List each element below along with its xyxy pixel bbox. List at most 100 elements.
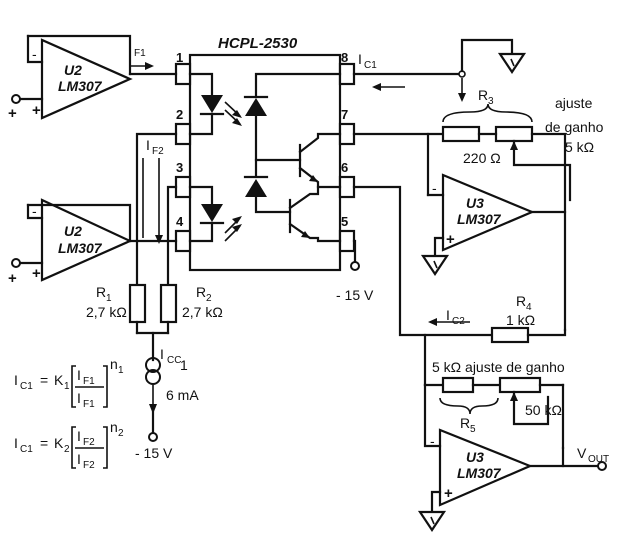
u2-bottom-part: LM307 (58, 240, 103, 256)
svg-text:2: 2 (64, 444, 70, 455)
svg-text:F1: F1 (134, 48, 146, 59)
svg-text:I: I (160, 346, 164, 362)
u3-upper-plus: + (446, 231, 455, 248)
svg-text:n: n (110, 419, 118, 435)
pin-4-label: 4 (176, 214, 184, 229)
u2-top-ref: U2 (64, 62, 82, 78)
resistor-r4: R 4 1 kΩ I C2 (352, 185, 567, 344)
u3-upper-minus: - (432, 180, 437, 196)
resistor-r5: 5 kΩ ajuste de ganho R 5 50 kΩ (423, 333, 565, 450)
svg-text:2,7 kΩ: 2,7 kΩ (86, 304, 127, 320)
svg-text:=: = (40, 372, 48, 388)
ic-title: HCPL-2530 (218, 35, 298, 52)
pin-8 (338, 62, 356, 86)
u2-bottom-input-plus: + (8, 270, 17, 287)
u2-top-minus: - (32, 46, 37, 62)
svg-text:4: 4 (526, 302, 532, 313)
u2-bottom-input-terminal (11, 258, 21, 268)
equation-1: I C1 = K 1 I F1 I F1 n 1 (14, 356, 124, 410)
led-2 (188, 185, 242, 243)
pin-5 (338, 229, 356, 253)
pin5-supply: - 15 V (336, 239, 374, 303)
resistor-r3: R 3 220 Ω ajuste de ganho 5 kΩ (352, 87, 604, 202)
current-source: I CC 1 6 mA - 15 V (135, 346, 199, 461)
pin-7-label: 7 (341, 107, 348, 122)
svg-text:F1: F1 (83, 376, 95, 387)
u3-lower-plus: + (444, 485, 453, 502)
led-1 (188, 72, 242, 136)
pin-1-label: 1 (176, 50, 183, 65)
svg-text:=: = (40, 435, 48, 451)
wire-pin2-r1 (135, 132, 178, 287)
pin-3-label: 3 (176, 160, 183, 175)
svg-text:50 kΩ: 50 kΩ (525, 402, 562, 418)
svg-text:I: I (446, 307, 450, 323)
u3-upper-part: LM307 (457, 211, 502, 227)
svg-text:1: 1 (64, 381, 70, 392)
u3-upper-ref: U3 (466, 195, 484, 211)
svg-text:I: I (14, 435, 18, 451)
svg-text:5: 5 (470, 424, 476, 435)
opamp-u3-lower: - U3 LM307 + V OUT (417, 383, 609, 532)
transistor-2 (288, 185, 342, 243)
svg-text:R: R (460, 415, 470, 431)
u2-top-input-plus: + (8, 105, 17, 122)
svg-text:C1: C1 (364, 60, 377, 71)
current-if2: I F2 (142, 137, 164, 244)
photodiode-1 (243, 72, 342, 162)
pin-2-label: 2 (176, 107, 183, 122)
resistor-r2: R 2 2,7 kΩ (159, 283, 223, 335)
pin-1 (174, 62, 192, 86)
u3-lower-part: LM307 (457, 465, 502, 481)
optocoupler-ic: HCPL-2530 1 2 3 4 5 6 7 8 (174, 35, 356, 272)
svg-text:R: R (196, 284, 206, 300)
output-terminal (597, 461, 607, 471)
u3-lower-ref: U3 (466, 449, 484, 465)
svg-text:I: I (146, 137, 150, 153)
svg-text:6 mA: 6 mA (166, 387, 199, 403)
svg-text:R: R (96, 284, 106, 300)
svg-text:I: I (358, 51, 362, 67)
pin8-net: I C1 (352, 38, 527, 102)
u2-bottom-plus: + (32, 265, 41, 282)
svg-text:CC: CC (167, 355, 181, 366)
u2-top-input-terminal (11, 94, 21, 104)
opamp-u3-upper: - U3 LM307 + (420, 132, 567, 332)
svg-text:I: I (77, 428, 81, 444)
svg-text:K: K (54, 372, 64, 388)
svg-text:2: 2 (206, 293, 212, 304)
svg-text:I: I (77, 451, 81, 467)
svg-text:1: 1 (180, 357, 188, 373)
pin-8-label: 8 (341, 50, 348, 65)
pin-6 (338, 175, 356, 199)
svg-text:ajuste: ajuste (555, 95, 593, 111)
equation-2: I C1 = K 2 I F2 I F2 n 2 (14, 419, 124, 471)
svg-text:2: 2 (118, 428, 124, 439)
svg-text:1 kΩ: 1 kΩ (506, 312, 535, 328)
u2-bottom-ref: U2 (64, 223, 82, 239)
svg-text:K: K (54, 435, 64, 451)
u2-bottom-minus: - (32, 203, 37, 219)
svg-text:1: 1 (118, 365, 124, 376)
svg-text:F1: F1 (83, 399, 95, 410)
svg-text:- 15 V: - 15 V (336, 287, 374, 303)
vout-label-sub: OUT (588, 454, 609, 465)
pin-7 (338, 122, 356, 146)
pin-5-label: 5 (341, 214, 348, 229)
opamp-u2-bottom: - U2 LM307 + + (8, 198, 178, 287)
svg-text:3: 3 (488, 96, 494, 107)
ic-body (188, 53, 342, 272)
svg-text:F2: F2 (83, 437, 95, 448)
svg-text:I: I (77, 390, 81, 406)
svg-text:I: I (14, 372, 18, 388)
transistor-1 (298, 132, 342, 189)
svg-text:1: 1 (106, 293, 112, 304)
u2-top-part: LM307 (58, 78, 103, 94)
svg-text:5 kΩ ajuste de ganho: 5 kΩ ajuste de ganho (432, 359, 565, 375)
svg-text:F2: F2 (83, 460, 95, 471)
svg-text:C1: C1 (20, 444, 33, 455)
svg-text:- 15 V: - 15 V (135, 445, 173, 461)
pin-4 (174, 229, 192, 253)
pin-2 (174, 122, 192, 146)
